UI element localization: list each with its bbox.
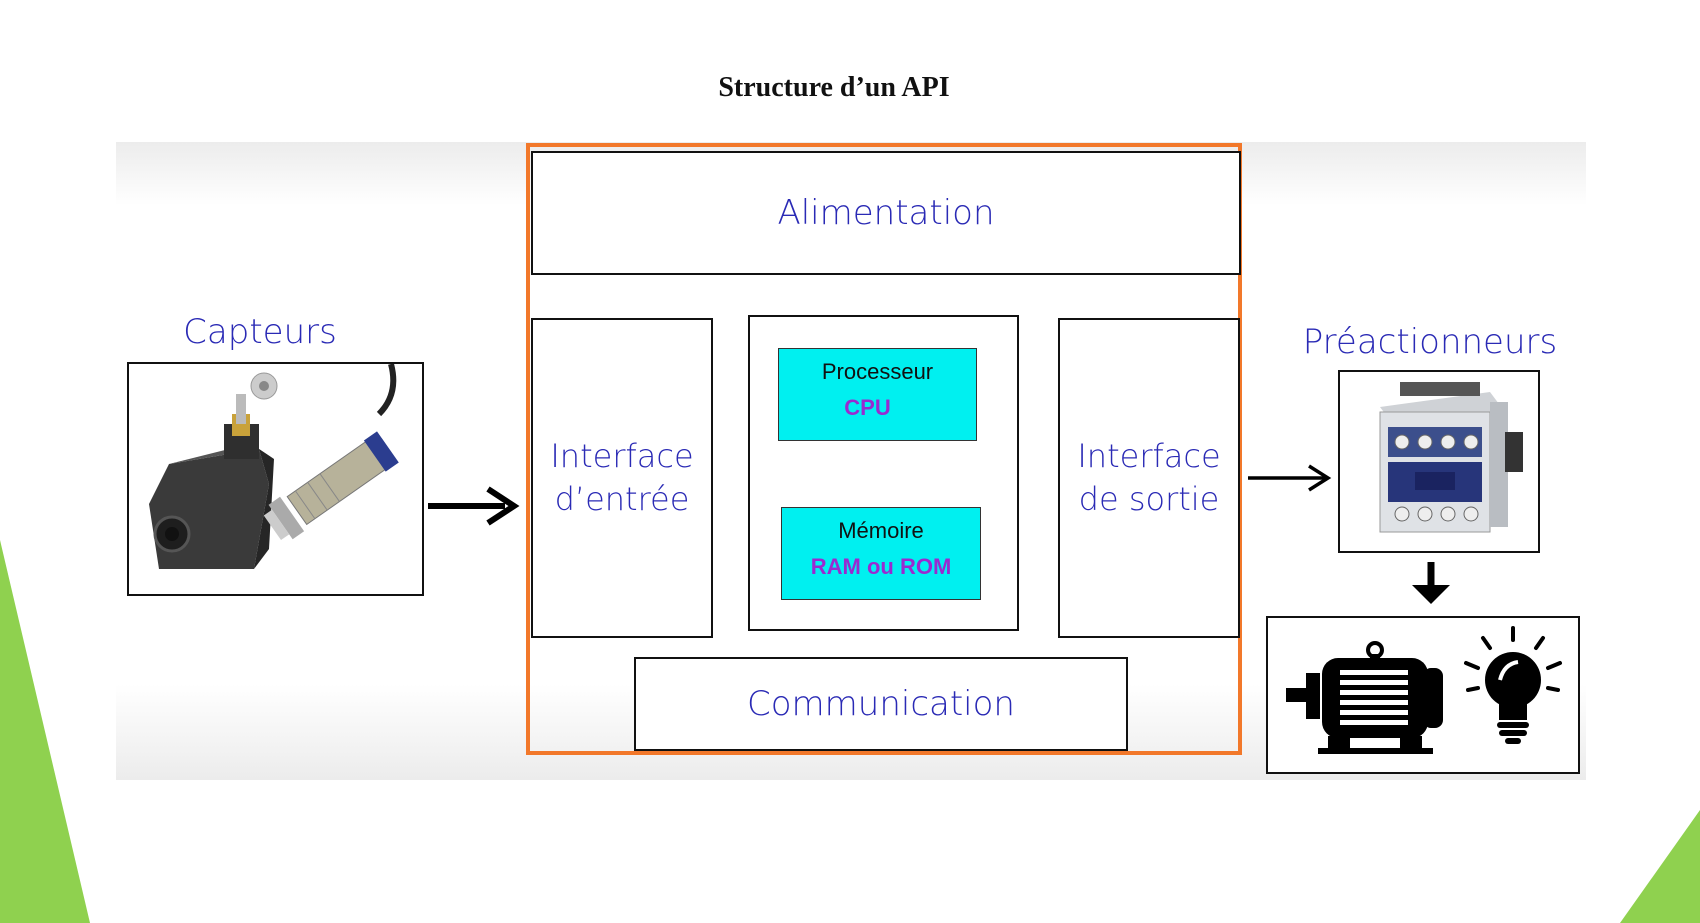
communication-label: Communication <box>747 684 1015 724</box>
contactor-image <box>1338 370 1540 553</box>
memory-module: Mémoire RAM ou ROM <box>781 507 981 600</box>
actuators-image <box>1266 616 1580 774</box>
pre-actuators-title: Préactionneurs <box>1302 322 1558 362</box>
contactor-icon <box>1379 382 1523 533</box>
memory-label: Mémoire <box>838 518 924 543</box>
decorative-green-triangle-left <box>0 540 90 923</box>
power-supply-label: Alimentation <box>777 193 995 233</box>
decorative-green-triangle-right <box>1620 810 1700 923</box>
output-interface-label: Interface de sortie <box>1077 437 1221 518</box>
plc-frame <box>526 143 1242 755</box>
communication-block: Communication <box>634 657 1128 751</box>
memory-sub: RAM ou ROM <box>810 554 952 579</box>
processor-sub: CPU <box>844 395 891 420</box>
input-interface-block: Interface d’entrée <box>531 318 713 638</box>
output-interface-block: Interface de sortie <box>1058 318 1240 638</box>
limit-switch-icon <box>149 364 399 569</box>
power-supply-block: Alimentation <box>531 151 1241 275</box>
lightbulb-icon <box>1464 626 1562 744</box>
sensors-title: Capteurs <box>183 312 337 352</box>
sensors-image <box>127 362 424 596</box>
input-interface-label: Interface d’entrée <box>550 437 694 518</box>
page-title: Structure d’un API <box>718 72 950 103</box>
processor-label: Processeur <box>821 359 934 384</box>
motor-icon <box>1286 641 1443 754</box>
processor-module: Processeur CPU <box>778 348 977 441</box>
